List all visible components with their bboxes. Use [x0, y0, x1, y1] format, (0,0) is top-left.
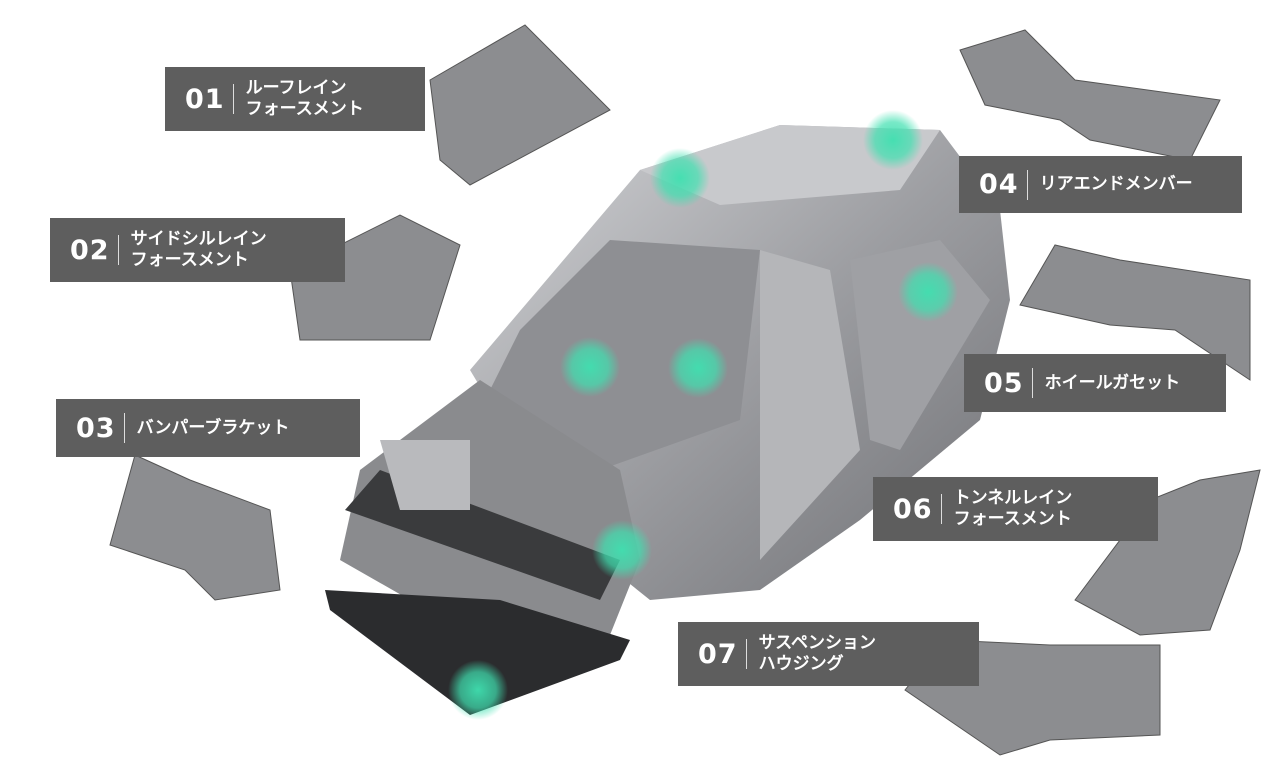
hotspot-tunnel [668, 338, 728, 398]
divider [1031, 368, 1033, 398]
hotspot-suspension [592, 520, 652, 580]
part-label-03[interactable]: 03 バンパーブラケット [56, 399, 360, 457]
hotspot-bumper [448, 660, 508, 720]
hotspot-roof [650, 148, 710, 208]
part-number: 05 [984, 367, 1024, 399]
part-name: ホイールガセット [1044, 372, 1181, 393]
part-label-02[interactable]: 02 サイドシルレイン フォースメント [50, 218, 345, 282]
hotspot-rear-end [863, 110, 923, 170]
tunnel-reinforcement-parts [1074, 469, 1261, 636]
part-name: リアエンドメンバー [1039, 174, 1193, 194]
rear-end-member-parts [959, 29, 1221, 161]
part-label-04[interactable]: 04 リアエンドメンバー [959, 156, 1242, 213]
car-body [325, 125, 1010, 715]
part-number: 01 [185, 83, 225, 115]
part-name: バンパーブラケット [136, 417, 290, 438]
part-name: サイドシルレイン フォースメント [130, 229, 267, 270]
part-label-07[interactable]: 07 サスペンション ハウジング [678, 622, 979, 686]
roof-reinforcement-parts [429, 24, 611, 186]
part-label-06[interactable]: 06 トンネルレイン フォースメント [873, 477, 1158, 541]
part-number: 02 [70, 234, 110, 266]
divider [1026, 169, 1028, 200]
hotspot-wheel-gusset [898, 262, 958, 322]
wheel-gusset-parts [1019, 244, 1251, 381]
part-images [109, 24, 1261, 756]
part-number: 06 [893, 493, 933, 525]
bumper-bracket-parts [109, 454, 281, 601]
part-number: 04 [979, 169, 1019, 200]
part-name: サスペンション ハウジング [758, 633, 877, 674]
divider [232, 84, 234, 114]
side-sill-parts [289, 214, 461, 341]
divider [940, 494, 942, 524]
part-name: トンネルレイン フォースメント [953, 488, 1073, 529]
part-name: ルーフレイン フォースメント [245, 78, 364, 119]
divider [117, 235, 119, 265]
part-label-01[interactable]: 01 ルーフレイン フォースメント [165, 67, 425, 131]
part-number: 03 [76, 412, 116, 444]
part-number: 07 [698, 638, 738, 670]
divider [745, 639, 747, 669]
hotspots [448, 110, 958, 720]
hotspot-side-sill [560, 337, 620, 397]
divider [123, 413, 125, 443]
part-label-05[interactable]: 05 ホイールガセット [964, 354, 1226, 412]
